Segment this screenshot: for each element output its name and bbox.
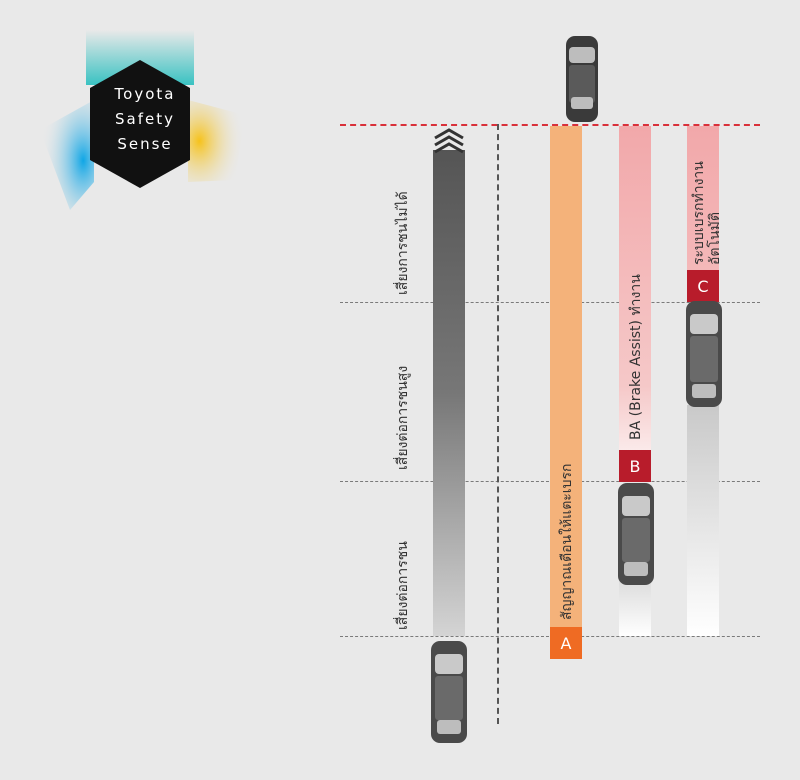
approaching-car-icon xyxy=(431,641,467,743)
zone-label-middle: เสี่ยงต่อการชนสูง xyxy=(395,365,411,470)
bar-b xyxy=(619,126,651,451)
zone-label-bottom: เสี่ยงต่อการชน xyxy=(395,541,411,630)
lead-car-icon xyxy=(566,36,598,122)
badge-a: A xyxy=(550,627,582,659)
red-danger-line xyxy=(340,124,760,126)
bar-b-fade xyxy=(619,580,651,636)
badge-c: C xyxy=(687,270,719,302)
zone-label-top: เสี่ยงการชนไม่ได้ xyxy=(395,191,411,295)
chevron-up-icon xyxy=(434,128,464,154)
bar-a-label: สัญญาณเตือนให้แตะเบรก xyxy=(559,463,575,620)
bar-c xyxy=(687,126,719,271)
toyota-safety-sense-logo: Toyota Safety Sense xyxy=(30,30,260,230)
bar-c-fade xyxy=(687,405,719,636)
braking-car-icon xyxy=(618,483,654,585)
logo-line-1: Toyota xyxy=(114,85,176,103)
lane-divider xyxy=(497,124,499,724)
vehicle-path-trail xyxy=(433,150,465,636)
auto-braking-car-icon xyxy=(686,301,722,407)
badge-b: B xyxy=(619,450,651,482)
bar-c-label-line2: อัตโนมัติ xyxy=(707,212,723,265)
bar-a xyxy=(550,126,582,628)
logo-hexagon-icon xyxy=(40,30,245,210)
bar-b-label: BA (Brake Assist) ทำงาน xyxy=(628,274,644,440)
logo-line-2: Safety xyxy=(115,110,175,128)
logo-line-3: Sense xyxy=(117,135,173,153)
